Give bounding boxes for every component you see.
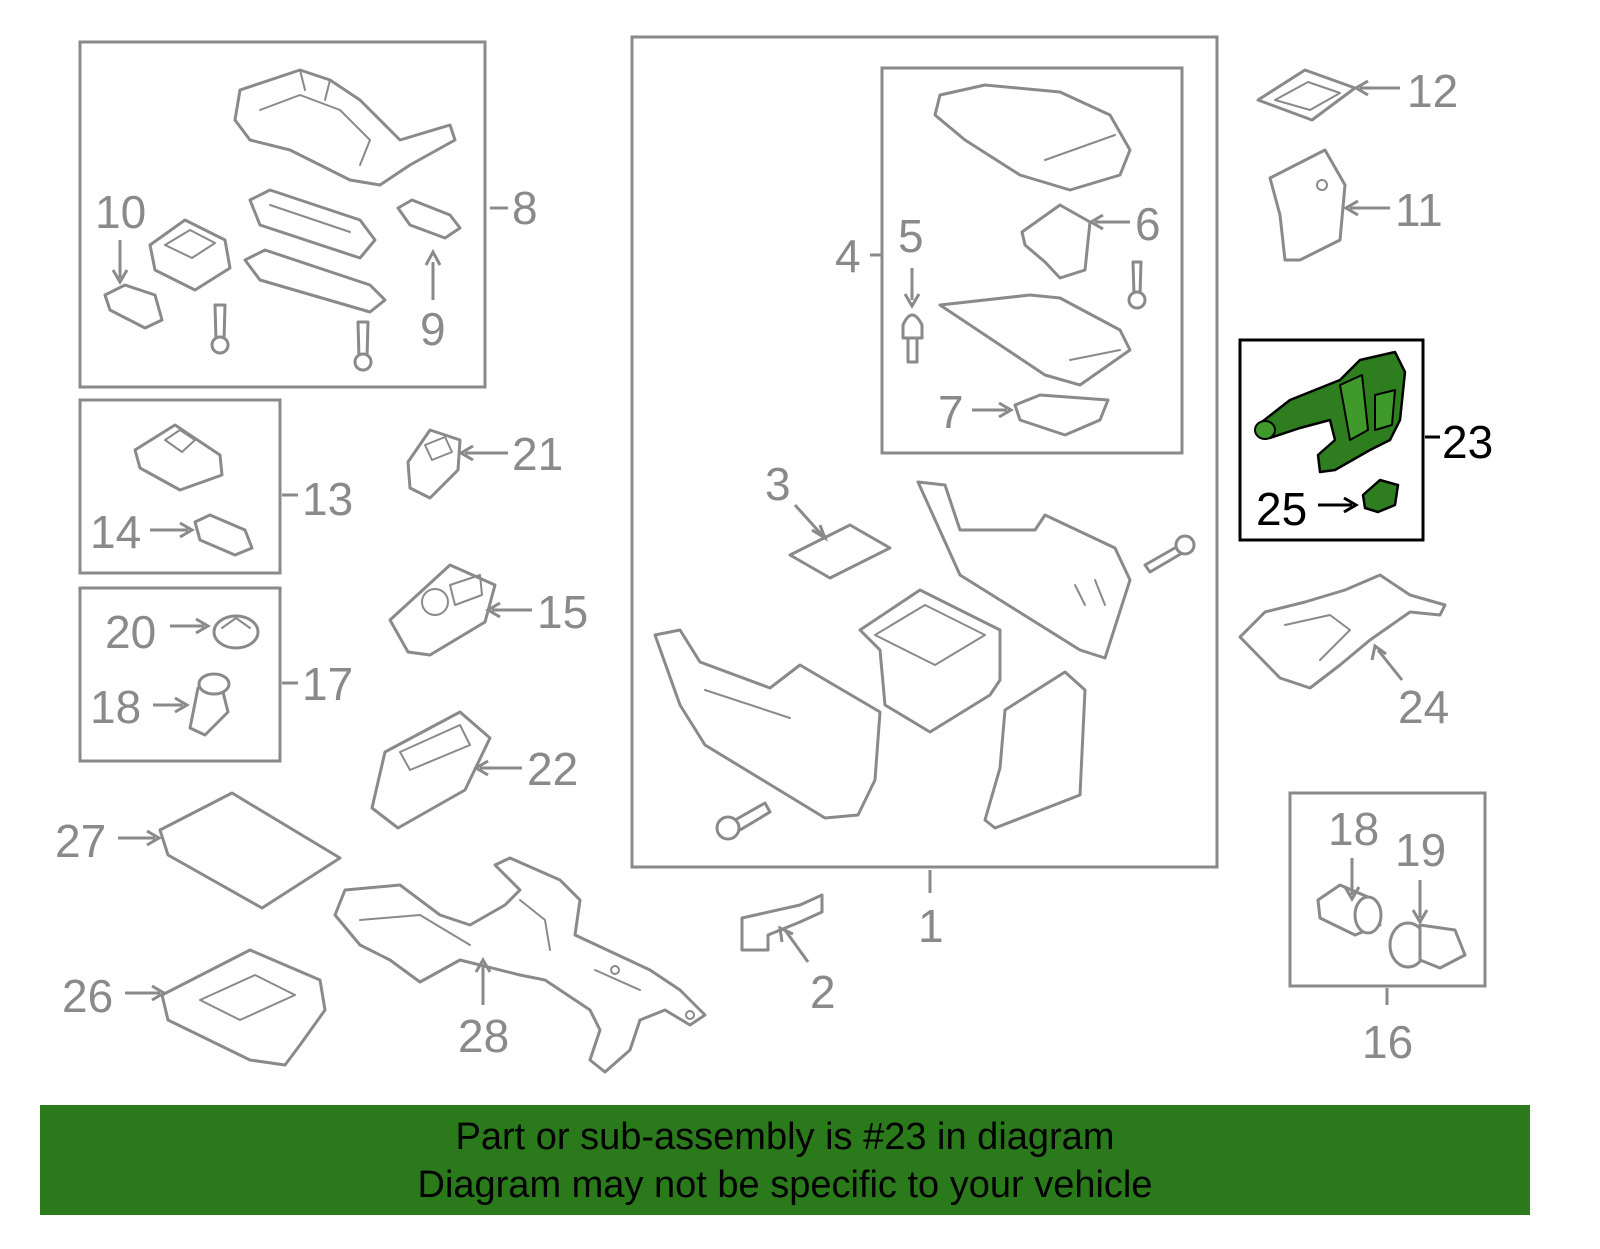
part-25-clip[interactable] [1361,478,1400,514]
callout-14: 14 [90,506,141,558]
callout-5: 5 [898,210,924,262]
info-banner: Part or sub-assembly is #23 in diagram D… [40,1105,1530,1215]
callout-17: 17 [302,658,353,710]
callout-8: 8 [512,182,538,234]
callout-27: 27 [55,815,106,867]
callout-23-highlighted: 23 [1442,416,1493,468]
part-5-bumper[interactable] [901,313,924,364]
group-box-17 [78,586,282,763]
callout-1: 1 [918,900,944,952]
part-22-bezel[interactable] [370,710,492,830]
callout-16: 16 [1362,1016,1413,1068]
callout-21: 21 [512,428,563,480]
callout-18-right: 18 [1328,803,1379,855]
callout-3: 3 [765,458,791,510]
group-box-8 [78,40,487,389]
part-28-console-bracket[interactable] [333,856,707,1074]
callout-19: 19 [1395,824,1446,876]
part-11-panel[interactable] [1268,148,1347,262]
part-8-trim-lower[interactable] [243,248,387,314]
part-10-bracket[interactable] [103,283,164,330]
callout-24: 24 [1398,681,1449,733]
callout-2: 2 [810,966,836,1018]
bolt-1-right[interactable] [1143,534,1196,574]
callout-4: 4 [835,230,861,282]
group-box-13 [78,398,282,575]
callout-18-left: 18 [90,681,141,733]
banner-line-part: Part or sub-assembly is #23 in diagram [455,1116,1115,1158]
part-8-switch-housing[interactable] [148,218,232,292]
part-23-parking-brake-lever[interactable] [1254,350,1407,474]
part-1-side-panel-right[interactable] [916,480,1132,660]
part-15-switch-panel[interactable] [388,563,497,657]
callout-26: 26 [62,970,113,1022]
part-7-latch[interactable] [1013,393,1110,437]
part-1-storage-bin[interactable] [858,588,1002,734]
callout-20: 20 [105,606,156,658]
part-20-cap[interactable] [212,614,260,650]
group-box-4 [880,66,1184,455]
part-2-bracket[interactable] [740,893,824,952]
callout-15: 15 [537,586,588,638]
part-1-front-cover[interactable] [983,670,1087,830]
part-24-bracket[interactable] [1238,573,1447,690]
part-8-shifter-bezel[interactable] [233,68,457,187]
callout-7: 7 [938,386,964,438]
bolt-8b[interactable] [353,320,373,372]
group-box-16 [1288,791,1487,988]
part-19-cover[interactable] [1388,921,1467,970]
callout-12: 12 [1407,65,1458,117]
bolt-8a[interactable] [210,303,230,355]
part-8-trim-upper[interactable] [248,188,377,260]
callout-6: 6 [1135,198,1161,250]
callout-9: 9 [420,303,446,355]
part-12-cover[interactable] [1256,68,1357,122]
group-box-23-highlighted [1238,338,1425,542]
part-21-switch[interactable] [406,428,462,500]
part-4-armrest-lid[interactable] [933,83,1132,192]
part-27-mat[interactable] [158,791,342,910]
callout-10: 10 [95,186,146,238]
callout-25: 25 [1256,483,1307,535]
part-14-clip[interactable] [193,513,254,557]
part-18-socket-right[interactable] [1316,883,1383,937]
bolt-4[interactable] [1127,260,1147,310]
part-18-socket[interactable] [188,672,231,737]
callout-13: 13 [302,473,353,525]
group-box-1 [630,35,1219,869]
part-9-clip[interactable] [396,198,462,240]
part-13-shift-knob-base[interactable] [133,423,224,492]
part-26-module[interactable] [160,948,327,1067]
callout-28: 28 [458,1010,509,1062]
part-3-pad[interactable] [788,523,892,580]
callout-22: 22 [527,743,578,795]
callout-11: 11 [1395,184,1443,236]
part-6-hinge[interactable] [1020,203,1092,280]
part-1-side-panel-left[interactable] [653,628,882,820]
banner-line-disclaimer: Diagram may not be specific to your vehi… [417,1164,1153,1206]
part-4-lid-inner[interactable] [938,293,1132,387]
screw-1-left[interactable] [715,801,772,841]
